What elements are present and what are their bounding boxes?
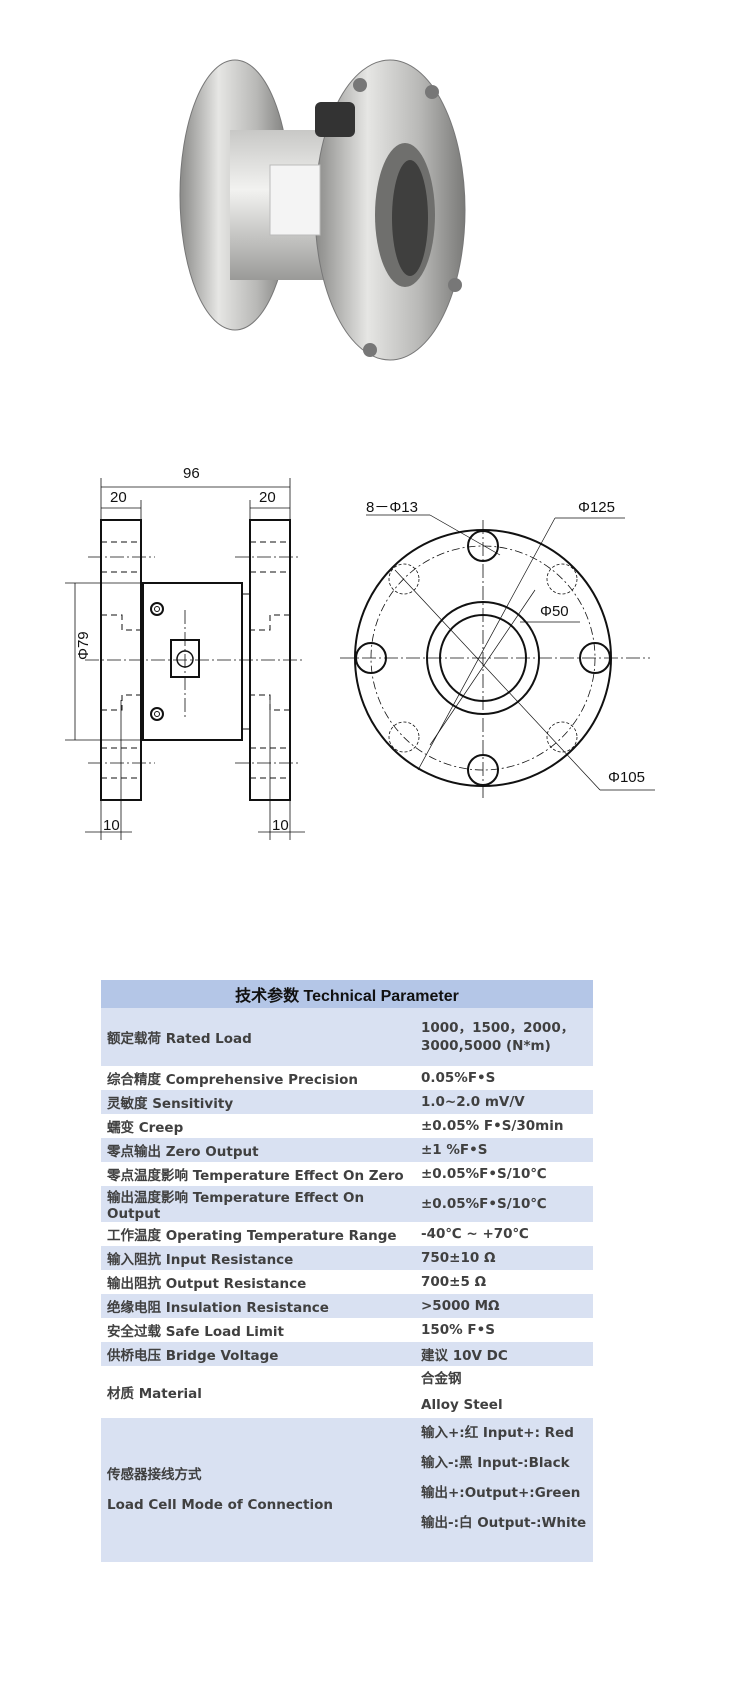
table-row: 零点输出 Zero Output±1 %F•S <box>101 1138 593 1162</box>
row-label: 零点输出 Zero Output <box>101 1138 415 1162</box>
table-title: 技术参数 Technical Parameter <box>101 980 593 1008</box>
dim-overall: 96 <box>183 465 200 482</box>
row-label: 灵敏度 Sensitivity <box>101 1090 415 1114</box>
row-value: 1.0~2.0 mV/V <box>415 1090 593 1114</box>
dim-flange-right: 20 <box>259 489 276 506</box>
row-label: 综合精度 Comprehensive Precision <box>101 1066 415 1090</box>
row-value: 输出-:白 Output-:White <box>421 1515 587 1531</box>
row-value: 750±10 Ω <box>415 1246 593 1270</box>
spec-table: 技术参数 Technical Parameter 额定载荷 Rated Load… <box>101 980 593 1562</box>
row-label: 输出温度影响 Temperature Effect On Output <box>101 1186 415 1222</box>
row-label: 输出阻抗 Output Resistance <box>101 1270 415 1294</box>
row-value: >5000 MΩ <box>415 1294 593 1318</box>
row-value: 1000，1500，2000， <box>421 1020 575 1036</box>
row-label: 材质 Material <box>101 1366 415 1418</box>
table-row: 零点温度影响 Temperature Effect On Zero±0.05%F… <box>101 1162 593 1186</box>
row-value: 合金钢 <box>421 1371 462 1387</box>
technical-drawing: 96 20 20 Φ79 10 10 8－Φ13 Φ125 Φ50 Φ105 <box>65 465 655 840</box>
row-value: 150% F•S <box>415 1318 593 1342</box>
row-label: 安全过载 Safe Load Limit <box>101 1318 415 1342</box>
row-label: 额定载荷 Rated Load <box>101 1008 415 1066</box>
dim-bolt-circle: Φ105 <box>608 769 645 786</box>
row-value: -40℃ ~ +70℃ <box>415 1222 593 1246</box>
dim-outer: Φ125 <box>578 499 615 516</box>
row-label: 蠕变 Creep <box>101 1114 415 1138</box>
table-row: 绝缘电阻 Insulation Resistance>5000 MΩ <box>101 1294 593 1318</box>
dim-flange-left: 20 <box>110 489 127 506</box>
row-value: Alloy Steel <box>421 1397 503 1413</box>
table-row: 输出温度影响 Temperature Effect On Output±0.05… <box>101 1186 593 1222</box>
connector-icon <box>315 102 355 137</box>
table-row: 额定载荷 Rated Load 1000，1500，2000， 3000,5000… <box>101 1008 593 1066</box>
connector-icon <box>170 639 200 678</box>
row-value: 输入+:红 Input+: Red <box>421 1425 574 1441</box>
table-row: 工作温度 Operating Temperature Range-40℃ ~ +… <box>101 1222 593 1246</box>
row-label: Load Cell Mode of Connection <box>107 1497 333 1513</box>
row-value: 0.05%F•S <box>415 1066 593 1090</box>
row-label: 传感器接线方式 <box>107 1467 202 1483</box>
dim-bore: Φ50 <box>540 603 569 620</box>
row-value: 输入-:黑 Input-:Black <box>421 1455 570 1471</box>
row-value: ±1 %F•S <box>415 1138 593 1162</box>
table-row: 材质 Material 合金钢 Alloy Steel <box>101 1366 593 1418</box>
row-value: 建议 10V DC <box>415 1342 593 1366</box>
row-label: 输入阻抗 Input Resistance <box>101 1246 415 1270</box>
row-label: 供桥电压 Bridge Voltage <box>101 1342 415 1366</box>
row-value: 3000,5000 (N*m) <box>421 1038 551 1054</box>
product-photo <box>179 59 466 361</box>
row-label: 零点温度影响 Temperature Effect On Zero <box>101 1162 415 1186</box>
row-value: 700±5 Ω <box>415 1270 593 1294</box>
dim-holes: 8－Φ13 <box>366 499 418 516</box>
row-value: ±0.05%F•S/10℃ <box>415 1186 593 1222</box>
row-value: ±0.05% F•S/30min <box>415 1114 593 1138</box>
table-row: 传感器接线方式 Load Cell Mode of Connection 输入+:… <box>101 1418 593 1562</box>
row-label: 工作温度 Operating Temperature Range <box>101 1222 415 1246</box>
dim-offset-right: 10 <box>272 817 289 834</box>
row-label: 绝缘电阻 Insulation Resistance <box>101 1294 415 1318</box>
dim-body-dia: Φ79 <box>75 631 92 660</box>
dim-offset-left: 10 <box>103 817 120 834</box>
row-value: 输出+:Output+:Green <box>421 1485 581 1501</box>
table-row: 蠕变 Creep±0.05% F•S/30min <box>101 1114 593 1138</box>
row-value: ±0.05%F•S/10℃ <box>415 1162 593 1186</box>
